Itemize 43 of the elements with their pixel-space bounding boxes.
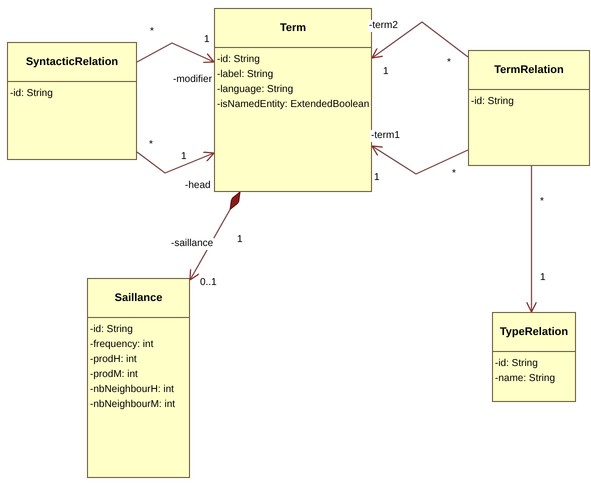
attribute-text: -id: String bbox=[216, 53, 261, 67]
multiplicity-label: 0..1 bbox=[199, 277, 218, 289]
multiplicity-label: * bbox=[148, 139, 154, 151]
attribute-text: -id: String bbox=[89, 323, 134, 337]
class-name: TypeRelation bbox=[493, 313, 575, 352]
attribute-text: -name: String bbox=[494, 372, 556, 386]
class-name: Saillance bbox=[88, 279, 189, 318]
multiplicity-label: 1 bbox=[373, 172, 381, 184]
multiplicity-label: * bbox=[451, 168, 457, 180]
role-label: -term2 bbox=[368, 20, 399, 32]
attribute-text: -id: String bbox=[494, 357, 539, 371]
association-arrow bbox=[136, 152, 215, 174]
attribute-text: -nbNeighbourH: int bbox=[89, 383, 175, 397]
association-arrow bbox=[526, 166, 538, 313]
class-box bbox=[468, 50, 590, 166]
multiplicity-label: 1 bbox=[539, 272, 547, 284]
attribute-text: -language: String bbox=[216, 83, 294, 97]
multiplicity-label: 1 bbox=[236, 234, 244, 246]
role-label: -term1 bbox=[370, 130, 401, 142]
multiplicity-label: 1 bbox=[382, 66, 390, 78]
attribute-text: -id: String bbox=[470, 95, 515, 109]
association-arrow bbox=[371, 21, 468, 59]
multiplicity-label: * bbox=[539, 196, 545, 208]
association-arrow bbox=[189, 192, 241, 281]
class-box bbox=[87, 278, 190, 478]
attribute-text: -prodH: int bbox=[89, 353, 138, 367]
role-label: -saillance bbox=[170, 238, 214, 250]
attribute-text: -prodM: int bbox=[89, 368, 139, 382]
multiplicity-label: * bbox=[149, 26, 155, 38]
attribute-text: -frequency: int bbox=[89, 338, 154, 352]
multiplicity-label: * bbox=[446, 57, 452, 69]
attribute-text: -id: String bbox=[9, 87, 54, 101]
attribute-text: -nbNeighbourM: int bbox=[89, 398, 176, 412]
multiplicity-label: 1 bbox=[180, 151, 188, 163]
association-arrow bbox=[371, 145, 468, 175]
association-arrow bbox=[136, 42, 215, 64]
multiplicity-label: 1 bbox=[203, 34, 211, 46]
class-name: SyntacticRelation bbox=[8, 43, 136, 82]
class-name: TermRelation bbox=[469, 51, 589, 90]
attribute-text: -isNamedEntity: ExtendedBoolean bbox=[216, 98, 370, 112]
attribute-text: -label: String bbox=[216, 68, 274, 82]
class-box bbox=[492, 312, 576, 402]
class-box bbox=[7, 42, 137, 160]
